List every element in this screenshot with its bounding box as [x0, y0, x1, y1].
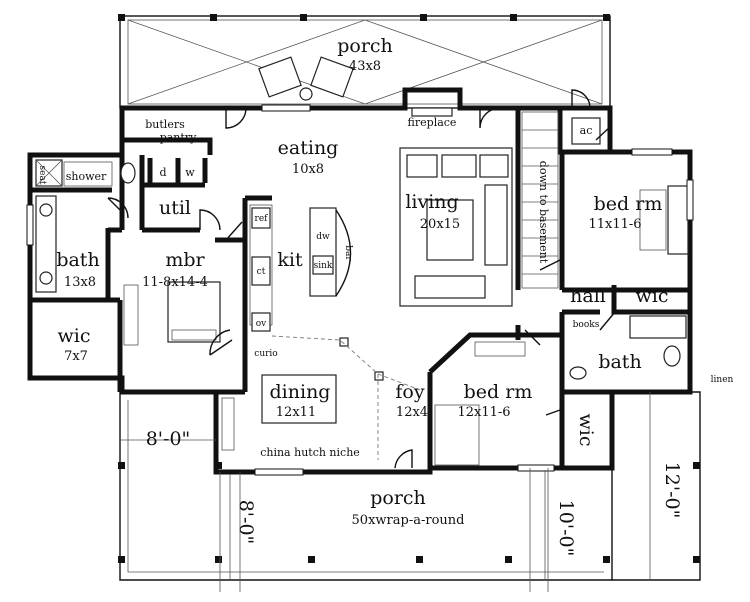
basement-stairs — [521, 111, 559, 289]
dimension-labels: 8'-0" 12'-0" 10'-0" 8'-0" — [146, 428, 683, 556]
bed-right-size: 11x11-6 — [588, 217, 641, 232]
room-labels: porch 43x8 eating 10x8 butlers pantry fi… — [37, 35, 734, 528]
china-hutch-label: china hutch niche — [260, 446, 360, 459]
kit-label: kit — [277, 249, 303, 271]
wic-right-label: wic — [636, 285, 669, 307]
dashed-openings — [271, 335, 421, 460]
bath-right-label: bath — [598, 351, 641, 373]
dining-name: dining — [270, 381, 331, 403]
stairs-label: down to basement — [537, 161, 550, 264]
books-label: books — [573, 320, 600, 330]
seat-label: seat — [37, 166, 47, 185]
dim-front-depth: 10'-0" — [555, 500, 577, 557]
front-porch — [118, 391, 701, 592]
dim-left-width: 8'-0" — [146, 428, 191, 450]
foy-size: 12x4 — [396, 405, 428, 420]
living-name: living — [405, 191, 458, 213]
curio-label: curio — [254, 349, 277, 359]
mbath-name: bath — [56, 249, 99, 271]
foy-name: foy — [395, 381, 424, 403]
washer-label: w — [185, 166, 195, 179]
shower-label: shower — [66, 170, 107, 183]
porch-bottom-size: 50xwrap-a-round — [352, 513, 465, 528]
eating-name: eating — [278, 137, 339, 159]
fireplace-label: fireplace — [408, 116, 457, 129]
linen-label: linen — [711, 375, 734, 385]
eating-size: 10x8 — [292, 162, 324, 177]
porch-top-name: porch — [337, 35, 393, 57]
dim-left-depth: 8'-0" — [235, 500, 257, 545]
door-swings — [107, 89, 616, 469]
porch-top-size: 43x8 — [349, 59, 381, 74]
util-label: util — [159, 197, 191, 219]
mbath-size: 13x8 — [64, 275, 96, 290]
wic-left-name: wic — [58, 325, 91, 347]
ref-label: ref — [255, 214, 269, 224]
mbr-size: 11-8x14-4 — [142, 275, 208, 290]
living-size: 20x15 — [420, 217, 460, 232]
hall-label: hall — [570, 285, 606, 307]
dryer-label: d — [159, 166, 166, 179]
mbr-name: mbr — [165, 249, 205, 271]
ov-label: ov — [256, 319, 267, 329]
ac-label: ac — [580, 124, 593, 137]
wic-left-size: 7x7 — [64, 349, 88, 364]
ct-label: ct — [257, 267, 266, 277]
porch-bottom-name: porch — [370, 487, 426, 509]
interior-walls — [30, 108, 690, 468]
windows — [26, 104, 694, 476]
dim-right-height: 12'-0" — [661, 462, 683, 519]
wic-mid-label: wic — [575, 414, 597, 447]
bar-label: bar — [343, 245, 353, 261]
dining-size: 12x11 — [276, 405, 316, 420]
butlers-line2: pantry — [160, 131, 197, 144]
butlers-line1: butlers — [145, 118, 185, 131]
bed-mid-name: bed rm — [464, 381, 533, 403]
sink-label: sink — [314, 261, 333, 271]
porch-chairs — [258, 56, 354, 101]
dw-label: dw — [316, 232, 330, 242]
bed-mid-size: 12x11-6 — [457, 405, 510, 420]
bed-right-name: bed rm — [594, 193, 663, 215]
fixtures — [35, 107, 689, 466]
